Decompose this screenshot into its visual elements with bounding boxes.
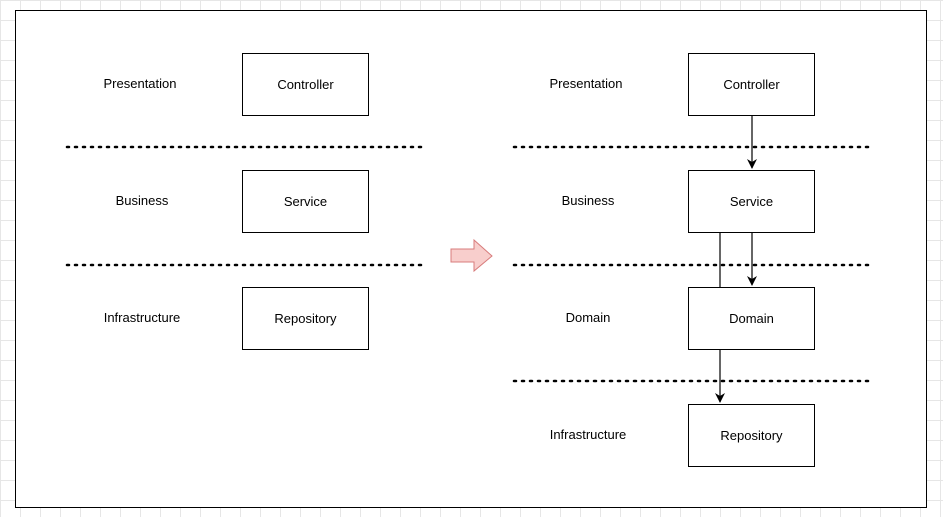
- left-layer-label-business: Business: [115, 193, 169, 208]
- right-service-box[interactable]: Service: [688, 170, 815, 233]
- left-repository-box[interactable]: Repository: [242, 287, 369, 350]
- right-layer-label-business: Business: [561, 193, 615, 208]
- right-repository-box[interactable]: Repository: [688, 404, 815, 467]
- right-layer-label-presentation: Presentation: [549, 76, 623, 91]
- right-layer-label-domain: Domain: [565, 310, 611, 325]
- left-controller-box[interactable]: Controller: [242, 53, 369, 116]
- right-domain-box[interactable]: Domain: [688, 287, 815, 350]
- left-layer-label-infrastructure: Infrastructure: [103, 310, 181, 325]
- left-service-box[interactable]: Service: [242, 170, 369, 233]
- left-layer-label-presentation: Presentation: [103, 76, 177, 91]
- right-layer-label-infrastructure: Infrastructure: [549, 427, 627, 442]
- right-controller-box[interactable]: Controller: [688, 53, 815, 116]
